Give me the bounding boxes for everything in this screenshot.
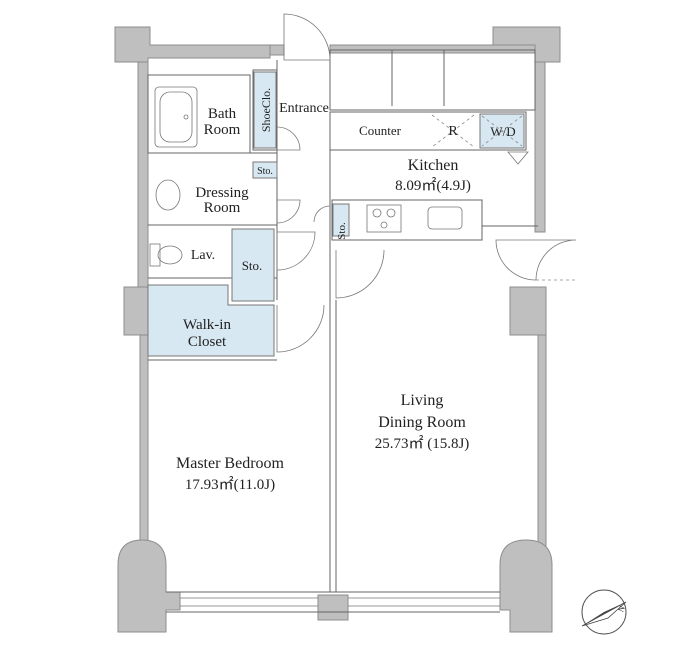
shoe-closet-label: ShoeClo.: [259, 88, 273, 132]
stove-icon: [366, 204, 402, 233]
kitchen-area: 8.09㎡(4.9J): [395, 177, 471, 194]
dressing-label-line1: Dressing: [195, 185, 249, 201]
entrance-door-icon: [283, 13, 331, 61]
living-label-line1: Living: [401, 392, 444, 409]
living-label-line2: Dining Room: [378, 414, 466, 431]
sto-kitchen-label: Sto.: [336, 222, 348, 240]
compass-north-label: N: [616, 604, 627, 613]
master-bedroom-name: Master Bedroom: [176, 455, 285, 472]
door-swings: [148, 13, 577, 361]
bathtub-icon: [154, 86, 198, 148]
kitchen-name: Kitchen: [408, 157, 459, 174]
sto-kitchen-area: [332, 203, 350, 237]
lav-label: Lav.: [191, 248, 215, 263]
washer-dryer-label: W/D: [490, 124, 515, 139]
sto-top-area: [252, 161, 278, 179]
fixtures: [149, 86, 529, 267]
walkin-label-line1: Walk-in: [183, 317, 231, 333]
counter-label: Counter: [359, 123, 402, 138]
dressing-label-line2: Room: [204, 200, 241, 216]
refrigerator-label: R: [448, 124, 458, 139]
interior-walls: [147, 49, 538, 592]
structural-walls: [114, 26, 561, 633]
sto-middle-label: Sto.: [242, 258, 263, 273]
kitchen-sink-icon: [427, 206, 463, 230]
sto-top-label: Sto.: [257, 166, 273, 177]
living-area: 25.73㎡ (15.8J): [375, 435, 470, 452]
bath-label-line1: Bath: [208, 106, 237, 122]
storage-fills: [147, 71, 525, 357]
walkin-closet-area: [147, 284, 275, 357]
toilet-icon: [149, 243, 161, 267]
walkin-label-line2: Closet: [188, 334, 227, 350]
bath-label-line2: Room: [204, 122, 241, 138]
sink-icon: [155, 179, 181, 211]
entrance-label: Entrance: [279, 101, 329, 116]
compass-icon: N: [581, 589, 627, 635]
sto-middle-area: [231, 228, 275, 302]
master-bedroom-area: 17.93㎡(11.0J): [185, 476, 275, 493]
shoe-closet-area: [253, 71, 277, 149]
